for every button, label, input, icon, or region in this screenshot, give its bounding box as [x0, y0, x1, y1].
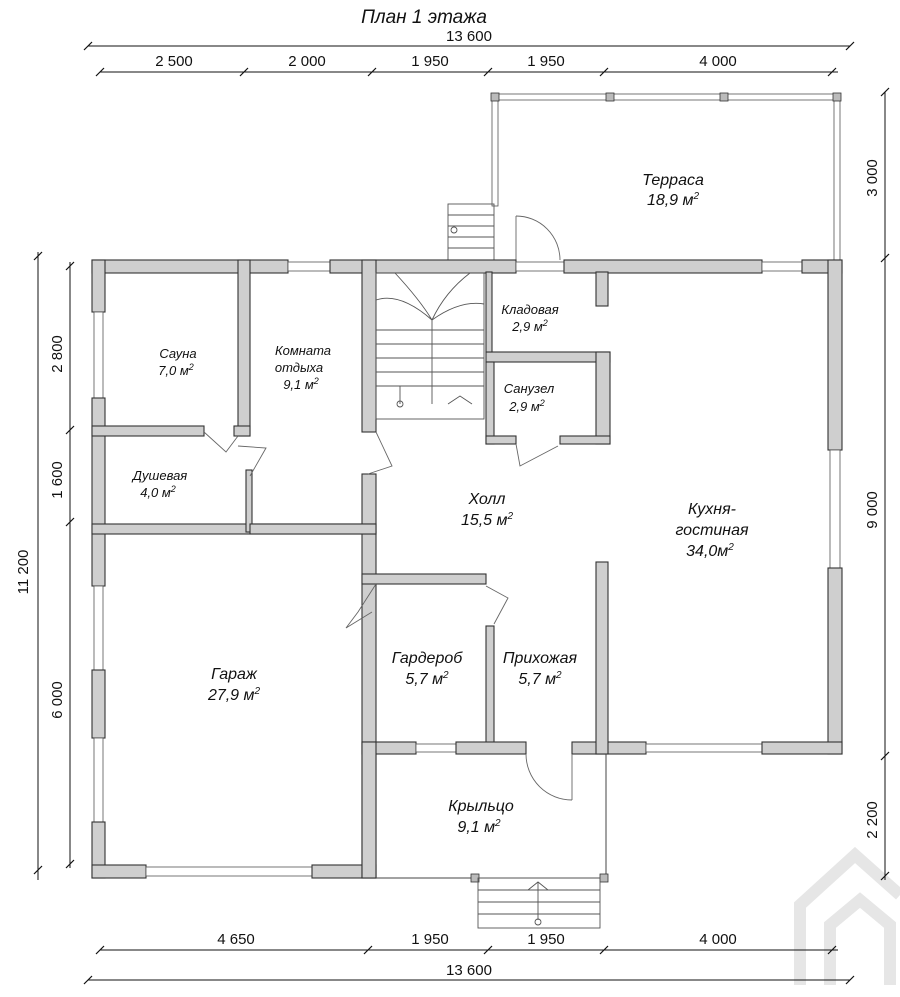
svg-text:Прихожая: Прихожая: [503, 650, 578, 667]
svg-text:Санузел: Санузел: [504, 381, 555, 396]
bottom-seg-2: 1 950: [411, 931, 449, 948]
bottom-seg-3: 1 950: [527, 931, 565, 948]
room-rest-label: Комната отдыха 9,1 м2: [275, 343, 331, 392]
svg-text:отдыха: отдыха: [275, 360, 323, 375]
svg-text:7,0 м2: 7,0 м2: [158, 362, 194, 378]
room-wardrobe-label: Гардероб 5,7 м2: [392, 650, 464, 688]
room-porch-label: Крыльцо 9,1 м2: [448, 798, 514, 836]
top-dimensions: 13 600 2 500 2 000 1 950 1 950 4 000: [83, 28, 855, 77]
svg-text:Гараж: Гараж: [211, 666, 258, 683]
svg-text:Кладовая: Кладовая: [501, 302, 558, 317]
svg-text:9,1 м2: 9,1 м2: [457, 818, 501, 836]
svg-text:Кухня-: Кухня-: [688, 501, 736, 518]
doors: [203, 431, 573, 801]
svg-text:5,7 м2: 5,7 м2: [405, 670, 449, 688]
svg-text:9,1 м2: 9,1 м2: [283, 376, 319, 392]
left-dimensions: 11 200 2 800 1 600 6 000: [15, 251, 75, 880]
svg-text:2,9 м2: 2,9 м2: [508, 398, 545, 414]
bottom-seg-1: 4 650: [217, 931, 255, 948]
svg-text:Душевая: Душевая: [131, 468, 188, 483]
top-seg-3: 1 950: [411, 53, 449, 70]
svg-text:5,7 м2: 5,7 м2: [518, 670, 562, 688]
room-terrace-label: Терраса 18,9 м2: [642, 172, 704, 209]
svg-text:27,9 м2: 27,9 м2: [207, 686, 261, 704]
svg-text:2,9 м2: 2,9 м2: [511, 318, 548, 334]
plan-title: План 1 этажа: [361, 7, 487, 28]
watermark-house-logo: [794, 846, 900, 985]
room-sauna-label: Сауна 7,0 м2: [158, 346, 196, 378]
svg-text:18,9 м2: 18,9 м2: [647, 191, 700, 209]
svg-text:гостиная: гостиная: [675, 522, 749, 539]
right-seg-1: 3 000: [864, 159, 881, 197]
svg-text:Гардероб: Гардероб: [392, 650, 464, 667]
top-seg-5: 4 000: [699, 53, 737, 70]
svg-text:15,5 м2: 15,5 м2: [461, 511, 514, 529]
svg-text:Терраса: Терраса: [642, 172, 704, 189]
svg-text:Сауна: Сауна: [159, 346, 196, 361]
bottom-total-label: 13 600: [446, 962, 492, 979]
room-storage-label: Кладовая 2,9 м2: [501, 302, 558, 334]
top-seg-2: 2 000: [288, 53, 326, 70]
svg-text:Комната: Комната: [275, 343, 331, 358]
room-shower-label: Душевая 4,0 м2: [131, 468, 188, 500]
top-seg-1: 2 500: [155, 53, 193, 70]
main-staircase: [375, 272, 485, 420]
svg-text:Холл: Холл: [468, 491, 506, 508]
left-seg-1: 2 800: [49, 335, 66, 373]
left-total-label: 11 200: [15, 550, 32, 595]
room-hall-label: Холл 15,5 м2: [461, 491, 514, 529]
room-entrance-label: Прихожая 5,7 м2: [503, 650, 578, 688]
room-kitchen-label: Кухня- гостиная 34,0м2: [675, 501, 749, 560]
svg-text:4,0 м2: 4,0 м2: [140, 484, 176, 500]
left-seg-3: 6 000: [49, 681, 66, 719]
room-bathroom-label: Санузел 2,9 м2: [504, 381, 555, 414]
svg-text:Крыльцо: Крыльцо: [448, 798, 514, 815]
right-dimensions: 3 000 9 000 2 200: [864, 87, 890, 881]
top-total-label: 13 600: [446, 28, 492, 45]
porch: [376, 754, 609, 929]
right-seg-2: 9 000: [864, 491, 881, 529]
room-garage-label: Гараж 27,9 м2: [207, 666, 261, 704]
bottom-seg-4: 4 000: [699, 931, 737, 948]
top-seg-4: 1 950: [527, 53, 565, 70]
left-seg-2: 1 600: [49, 461, 66, 499]
right-seg-3: 2 200: [864, 801, 881, 839]
bottom-dimensions: 4 650 1 950 1 950 4 000 13 600: [83, 931, 855, 985]
svg-text:34,0м2: 34,0м2: [686, 542, 734, 560]
walls: [91, 259, 843, 879]
